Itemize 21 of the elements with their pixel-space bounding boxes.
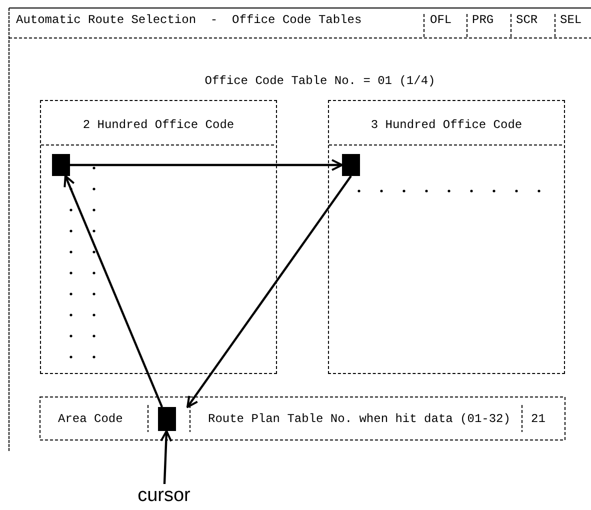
- table-panel: [40, 100, 277, 374]
- panel-heading: 3 Hundred Office Code: [370, 118, 524, 132]
- menu-item: OFL: [430, 13, 452, 27]
- arrow: [70, 159, 343, 171]
- screen-title: Automatic Route Selection - Office Code Tables: [16, 13, 362, 27]
- cursor-block: [52, 154, 70, 176]
- menu-item: SEL: [560, 13, 582, 27]
- callout-label: cursor: [132, 484, 196, 508]
- arrow: [64, 175, 163, 408]
- field-value: 21: [531, 412, 546, 426]
- field-label: Area Code: [58, 412, 123, 426]
- table-heading: Office Code Table No. = 01 (1/4): [204, 74, 436, 88]
- menu-item: SCR: [516, 13, 538, 27]
- field-label: Route Plan Table No. when hit data (01-32): [208, 412, 510, 426]
- table-panel: [328, 100, 565, 374]
- cursor-block: [342, 154, 360, 176]
- cursor-block: [158, 407, 176, 431]
- arrow: [186, 175, 352, 408]
- leader-arrow: [160, 430, 172, 484]
- menu-item: PRG: [472, 13, 494, 27]
- panel-heading: 2 Hundred Office Code: [82, 118, 236, 132]
